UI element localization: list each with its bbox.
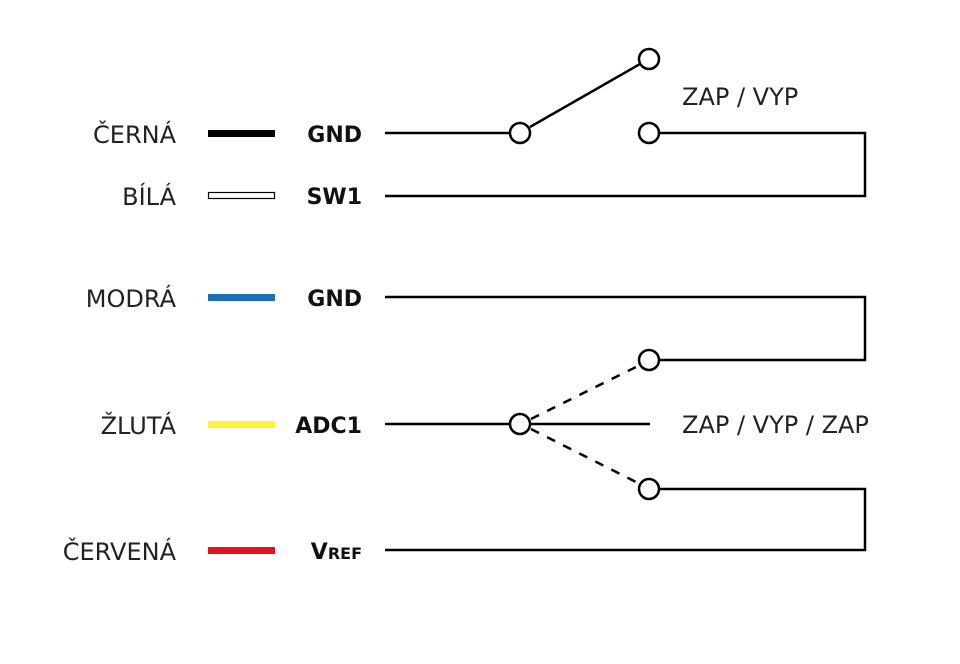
wire-swatch-black [208, 130, 275, 137]
pin-label-adc1: ADC1 [295, 414, 362, 439]
wire-vref-loop [385, 487, 867, 552]
switch1-closed-terminal [637, 121, 661, 145]
switch1-label: ZAP / VYP [682, 83, 798, 111]
switch2-upper-terminal [637, 348, 661, 372]
wire-color-label-yellow: ŽLUTÁ [101, 411, 177, 440]
wire-gnd-2-loop [385, 295, 867, 362]
pin-label-vref-main: V [311, 540, 328, 565]
pin-label-vref: VREF [311, 540, 362, 565]
switch1-common-terminal [508, 121, 532, 145]
switch2-label: ZAP / VYP / ZAP [682, 411, 869, 439]
wire-swatch-yellow [208, 421, 275, 428]
wire-swatch-white [207, 191, 276, 200]
switch2-common-terminal [508, 412, 532, 436]
wire-color-label-blue: MODRÁ [86, 284, 177, 313]
switch2-upper-throw [530, 364, 639, 421]
wire-color-label-black: ČERNÁ [93, 119, 177, 149]
wire-swatch-red [208, 547, 275, 554]
pin-label-gnd-2: GND [307, 287, 362, 312]
pin-label-gnd-1: GND [307, 123, 362, 148]
wire-color-label-red: ČERVENÁ [63, 536, 177, 566]
switch1-lever [529, 62, 641, 129]
pin-label-sw1: SW1 [307, 185, 362, 210]
switch2-lower-throw [530, 427, 639, 485]
switch2-lower-terminal [637, 477, 661, 501]
wire-sw1-loop [385, 131, 867, 198]
switch1-open-terminal [637, 47, 661, 71]
wire-color-label-white: BÍLÁ [122, 182, 176, 211]
wire-swatch-blue [208, 294, 275, 301]
pin-label-vref-sub: REF [328, 544, 362, 563]
